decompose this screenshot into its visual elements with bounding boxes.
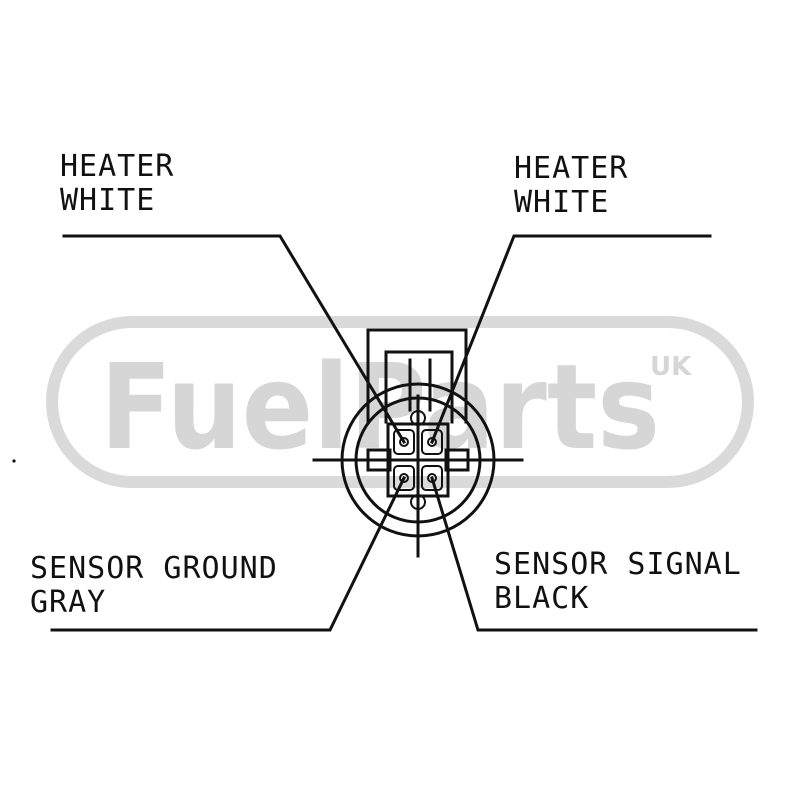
key-notch-bottom xyxy=(410,494,426,510)
label-bottom-left-line1: SENSOR GROUND xyxy=(30,551,278,586)
label-bottom-right-line1: SENSOR SIGNAL xyxy=(494,547,742,582)
watermark-brand-text: FuelParts xyxy=(100,338,660,476)
stray-dot xyxy=(12,459,16,463)
label-top-left-line2: WHITE xyxy=(60,183,155,218)
pin-3 xyxy=(393,465,415,491)
connector-latch xyxy=(366,328,468,424)
leader-lines xyxy=(50,234,758,632)
pin-3-contact xyxy=(399,473,409,483)
label-top-right-line2: WHITE xyxy=(514,185,609,220)
watermark-pill xyxy=(46,316,754,488)
connector xyxy=(312,328,524,558)
label-top-left-line1: HEATER xyxy=(60,149,174,184)
connector-latch-inner xyxy=(384,350,454,424)
watermark: FuelParts UK xyxy=(46,316,754,488)
label-bottom-right-line2: BLACK xyxy=(494,581,589,616)
watermark-region-text: UK xyxy=(650,352,692,382)
key-notch-top xyxy=(410,410,426,426)
label-bottom-left-line2: GRAY xyxy=(30,585,106,620)
pin-2 xyxy=(421,429,443,455)
pin-1 xyxy=(393,429,415,455)
label-top-left: HEATER WHITE xyxy=(60,149,174,218)
label-bottom-left: SENSOR GROUND GRAY xyxy=(30,551,278,620)
label-top-right: HEATER WHITE xyxy=(514,151,628,220)
label-top-right-line1: HEATER xyxy=(514,151,628,186)
key-slot-left xyxy=(366,448,392,472)
leader-bottom-right xyxy=(430,476,758,632)
leader-bottom-left xyxy=(50,475,407,632)
key-slot-right xyxy=(444,448,470,472)
leader-top-right xyxy=(430,234,712,444)
pin-4 xyxy=(421,465,443,491)
pin-1-contact xyxy=(399,437,409,447)
label-bottom-right: SENSOR SIGNAL BLACK xyxy=(494,547,742,616)
leader-top-left xyxy=(62,234,407,445)
